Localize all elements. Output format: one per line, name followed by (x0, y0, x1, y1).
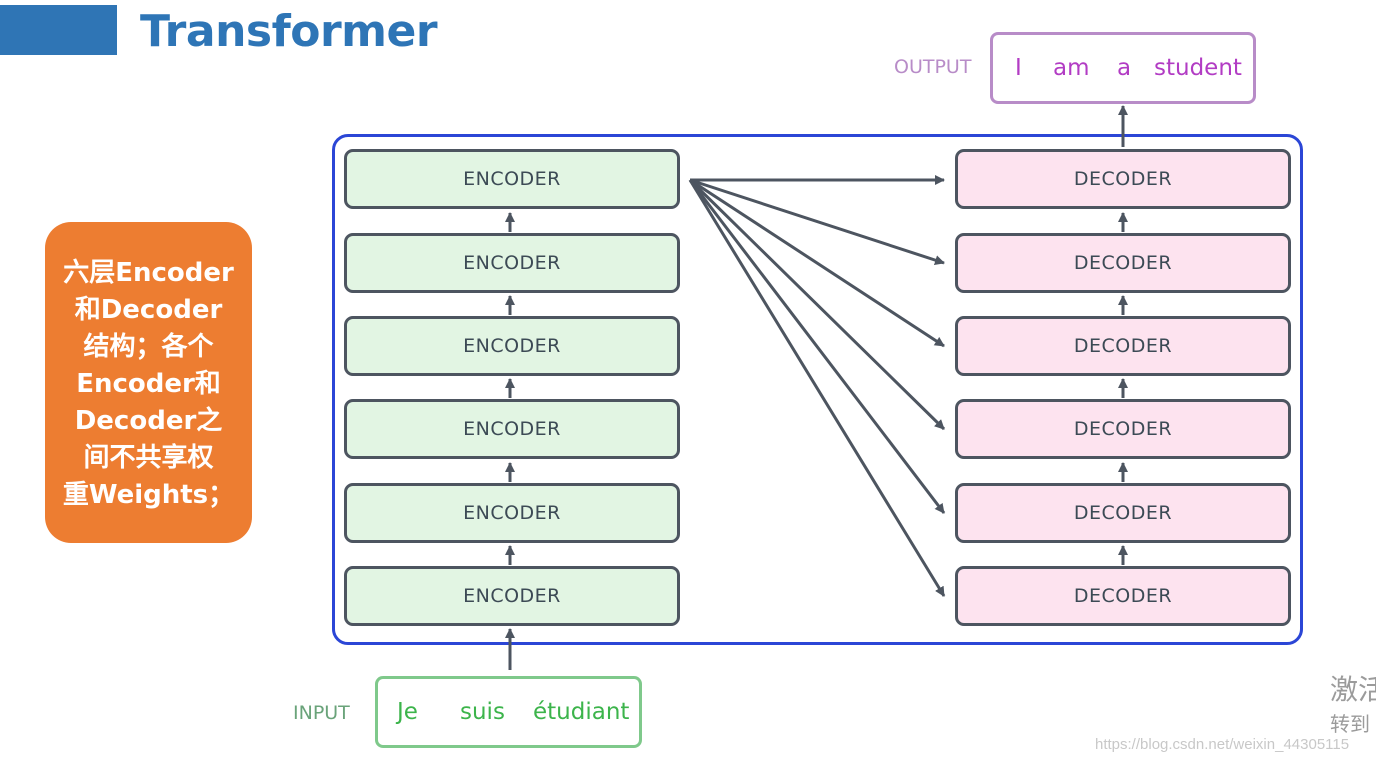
note-callout: 六层Encoder 和Decoder 结构；各个 Encoder和 Decode… (45, 222, 252, 543)
arrow-encoder-to-decoder (688, 179, 946, 514)
input-token: étudiant (533, 699, 630, 725)
input-box: Je suis étudiant (375, 676, 642, 748)
output-token: a (1117, 55, 1132, 81)
output-token: student (1154, 55, 1242, 81)
decoder-block: DECODER (955, 316, 1291, 376)
page-title: Transformer (140, 6, 438, 57)
output-token: am (1053, 55, 1090, 81)
encoder-block: ENCODER (344, 483, 680, 543)
note-line: 结构；各个 (83, 332, 214, 362)
encoder-block: ENCODER (344, 233, 680, 293)
output-label: OUTPUT (894, 56, 972, 78)
input-token: suis (460, 699, 505, 725)
input-label: INPUT (293, 702, 350, 724)
decoder-block: DECODER (955, 149, 1291, 209)
source-url-watermark: https://blog.csdn.net/weixin_44305115 (1095, 736, 1350, 753)
activation-watermark: 激活 (1330, 674, 1376, 705)
arrow-encoder-to-decoder (689, 178, 945, 265)
note-line: Encoder和 (76, 369, 221, 399)
note-line: 重Weights； (62, 480, 235, 510)
note-line: Decoder之 (74, 406, 223, 436)
decoder-block: DECODER (955, 483, 1291, 543)
input-token: Je (397, 699, 418, 725)
encoder-block: ENCODER (344, 566, 680, 626)
transformer-frame (332, 134, 1303, 645)
encoder-block: ENCODER (344, 399, 680, 459)
note-line: 和Decoder (74, 295, 223, 325)
decoder-block: DECODER (955, 566, 1291, 626)
title-accent-bar (0, 5, 117, 55)
arrow-encoder-to-decoder (689, 178, 945, 348)
note-line: 六层Encoder (63, 258, 234, 288)
note-line: 间不共享权 (83, 443, 214, 473)
decoder-block: DECODER (955, 399, 1291, 459)
activation-watermark-sub: 转到 (1330, 714, 1370, 736)
output-token: I (1015, 55, 1022, 81)
output-box: I am a student (990, 32, 1256, 104)
encoder-block: ENCODER (344, 316, 680, 376)
arrow-encoder-to-decoder (688, 179, 946, 597)
arrow-encoder-to-decoder (688, 178, 946, 431)
decoder-block: DECODER (955, 233, 1291, 293)
encoder-block: ENCODER (344, 149, 680, 209)
